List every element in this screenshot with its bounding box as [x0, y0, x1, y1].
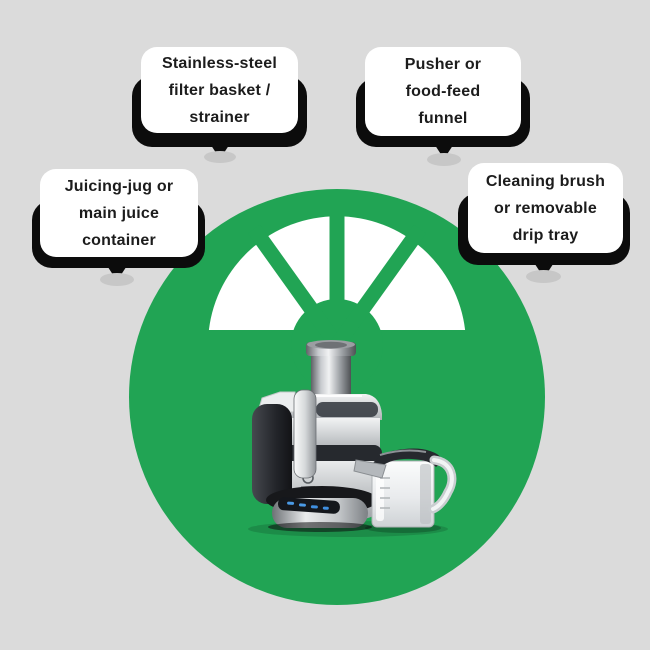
callout-ground-dot: [526, 270, 561, 283]
led-indicator: [322, 506, 329, 510]
callout-text-line: main juice: [78, 204, 160, 222]
led-indicator: [298, 503, 306, 507]
citrus-fan-spokes: [247, 203, 427, 350]
juicer-illustration: [248, 340, 457, 537]
jug-handle-highlight: [431, 458, 454, 511]
base-bottom-shadow: [268, 522, 372, 532]
pusher-top: [315, 341, 347, 349]
callout-bubble: Stainless-steel filter basket / strainer: [141, 47, 298, 133]
callout-text-line: food-feed: [405, 83, 481, 100]
juicer-handle-left: [252, 391, 296, 504]
handle-grip: [252, 404, 292, 504]
jug-side-shade: [420, 464, 431, 524]
callout-bubble: Cleaning brush or removable drip tray: [468, 163, 623, 253]
callout-ground-dot: [100, 273, 134, 286]
callout-text-line: filter basket /: [168, 81, 271, 99]
control-strip: [277, 497, 340, 514]
juice-jug: [353, 448, 457, 533]
callout-text-line: strainer: [189, 108, 250, 126]
led-indicator: [310, 505, 318, 509]
latch-strap: [293, 389, 317, 479]
callout-text-line: drip tray: [512, 226, 579, 244]
callout-text-line: Juicing-jug or: [64, 177, 174, 195]
callout-bubble: Juicing-jug or main juice container: [40, 169, 198, 257]
callout-text-line: Pusher or: [404, 56, 482, 73]
callout-ground-dot: [427, 153, 461, 166]
callout-text-line: Cleaning brush: [485, 172, 606, 190]
callout-text-line: funnel: [418, 110, 468, 127]
juice-spout: [353, 459, 387, 479]
jug-lid-highlight: [379, 449, 427, 456]
lid-inner-ring: [316, 402, 378, 417]
callout-ground-dot: [204, 151, 236, 163]
callout-text-line: or removable: [494, 199, 597, 217]
callout-bubble: Pusher or food-feed funnel: [365, 47, 521, 136]
led-indicator: [287, 501, 295, 505]
callout-text-line: container: [82, 231, 156, 249]
control-panel: [277, 497, 340, 514]
callout-text-line: Stainless-steel: [161, 54, 278, 72]
juicer-base: [266, 486, 378, 532]
